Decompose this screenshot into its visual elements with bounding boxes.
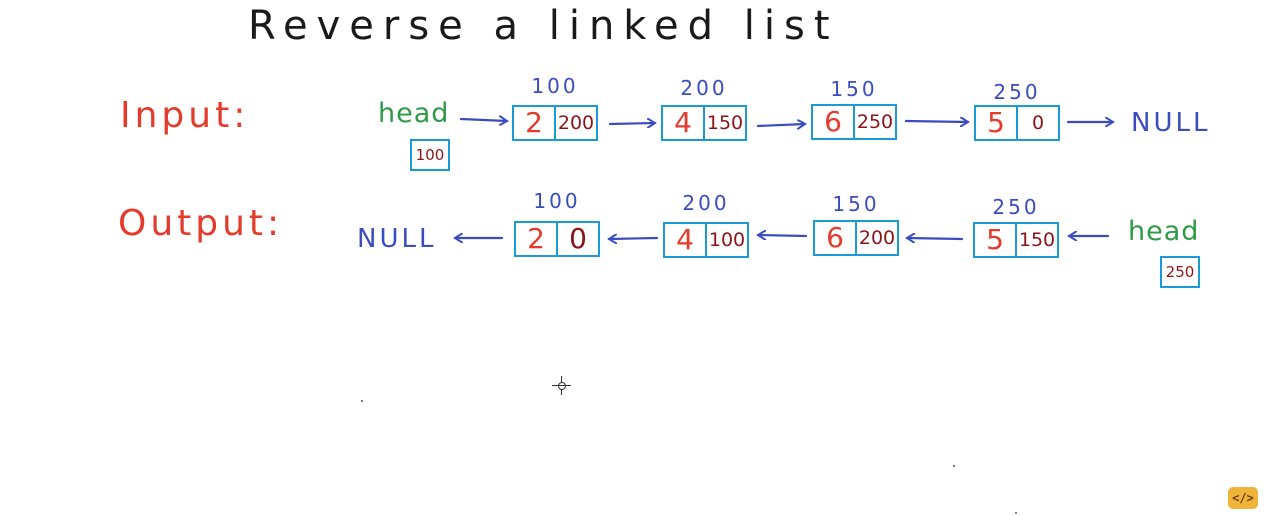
node-next-cell: 250: [853, 106, 895, 138]
node-next-cell: 100: [705, 224, 747, 256]
node-data-cell: 6: [813, 106, 853, 138]
output-head-pointer-value: 250: [1165, 262, 1195, 281]
input-label: Input:: [120, 95, 250, 136]
node-data-value: 4: [676, 223, 694, 256]
node-data-value: 2: [527, 222, 545, 255]
node-data-cell: 5: [975, 224, 1015, 256]
arrow-right-icon: [904, 121, 968, 122]
arrow-left-icon: [758, 235, 808, 236]
input-node: 5 0: [974, 105, 1060, 141]
input-head-label: head: [378, 98, 450, 129]
input-head-pointer-box: 100: [410, 139, 450, 171]
page-title: Reverse a linked list: [248, 3, 839, 49]
output-node-address: 150: [832, 192, 880, 216]
node-data-value: 2: [525, 106, 543, 139]
output-node: 2 0: [514, 221, 600, 257]
output-head-pointer-box: 250: [1160, 256, 1200, 288]
node-data-value: 4: [674, 106, 692, 139]
input-node-address: 150: [830, 77, 878, 101]
watermark-text: </>: [1232, 491, 1254, 505]
node-data-cell: 6: [815, 222, 855, 254]
input-node: 6 250: [811, 104, 897, 140]
output-node: 6 200: [813, 220, 899, 256]
stray-dot: [953, 465, 955, 467]
node-next-value: 100: [708, 228, 746, 251]
crosshair-cursor-icon: [552, 376, 571, 395]
node-data-value: 6: [826, 221, 844, 254]
input-node: 4 150: [661, 105, 747, 141]
node-data-value: 5: [987, 106, 1005, 139]
node-next-cell: 150: [1015, 224, 1057, 256]
node-next-value: 200: [557, 111, 595, 134]
input-null-label: NULL: [1131, 108, 1211, 138]
arrow-right-icon: [608, 123, 655, 124]
output-null-label: NULL: [357, 224, 437, 254]
node-data-cell: 2: [514, 107, 554, 139]
node-next-value: 150: [706, 111, 744, 134]
arrow-left-icon: [609, 238, 659, 239]
node-data-cell: 5: [976, 107, 1016, 139]
arrow-right-icon: [756, 124, 805, 126]
stray-dot: [1015, 512, 1017, 514]
input-node: 2 200: [512, 105, 598, 141]
output-node-address: 250: [992, 195, 1040, 219]
output-label: Output:: [118, 203, 284, 244]
node-data-cell: 4: [663, 107, 703, 139]
output-node-address: 200: [682, 191, 730, 215]
node-next-value: 150: [1018, 228, 1056, 251]
node-next-cell: 200: [554, 107, 596, 139]
output-head-label: head: [1128, 216, 1200, 247]
node-next-cell: 200: [855, 222, 897, 254]
node-data-cell: 2: [516, 223, 556, 255]
node-next-cell: 0: [556, 223, 598, 255]
node-next-value: 0: [1031, 111, 1045, 134]
node-next-cell: 150: [703, 107, 745, 139]
output-node: 4 100: [663, 222, 749, 258]
output-node-address: 100: [533, 189, 581, 213]
node-next-value: 0: [569, 222, 587, 255]
arrow-left-icon: [907, 238, 964, 239]
arrow-right-icon: [459, 119, 507, 121]
node-next-value: 200: [858, 226, 896, 249]
input-node-address: 200: [680, 76, 728, 100]
input-node-address: 250: [993, 80, 1041, 104]
node-data-value: 5: [986, 223, 1004, 256]
node-data-cell: 4: [665, 224, 705, 256]
stray-dot: [361, 400, 363, 402]
input-node-address: 100: [531, 74, 579, 98]
node-next-value: 250: [856, 110, 894, 133]
node-next-cell: 0: [1016, 107, 1058, 139]
code-brackets-icon: </>: [1228, 487, 1258, 509]
output-node: 5 150: [973, 222, 1059, 258]
node-data-value: 6: [824, 105, 842, 138]
input-head-pointer-value: 100: [415, 145, 445, 164]
